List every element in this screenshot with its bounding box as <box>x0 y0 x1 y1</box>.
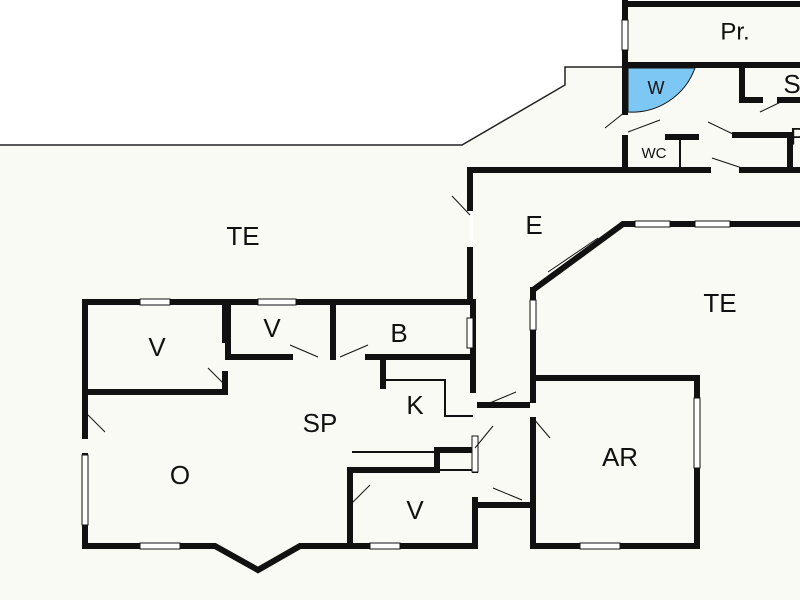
window-angled <box>547 237 599 273</box>
room-label-pr: Pr. <box>720 18 749 45</box>
door-leaf <box>484 391 517 406</box>
v2-wall <box>225 302 293 360</box>
bottom-strip-floor <box>0 546 800 600</box>
floor-areas <box>0 5 800 600</box>
room-label-v1: V <box>148 332 166 362</box>
walls <box>82 0 800 574</box>
door-leaf <box>759 99 786 113</box>
room-label-e: E <box>525 210 542 240</box>
door-leaf <box>707 121 736 136</box>
room-label-k: K <box>406 390 424 420</box>
door-leaf <box>349 484 371 506</box>
window <box>471 435 479 473</box>
house-floor <box>85 302 475 546</box>
door-leaf <box>451 195 471 216</box>
door-leaf <box>711 157 743 169</box>
room-label-ar: AR <box>602 442 638 472</box>
door-leaf <box>492 487 523 501</box>
window <box>257 298 297 306</box>
s-wall-lower <box>732 132 793 173</box>
house-left-wall-lower <box>82 453 478 574</box>
room-label-p: P <box>790 123 800 150</box>
annex-bottom-wall <box>467 167 711 211</box>
k-counter <box>385 379 473 417</box>
terrace-outline <box>0 66 622 146</box>
windows <box>81 19 731 550</box>
window <box>139 298 171 306</box>
entrance-floor <box>473 170 800 600</box>
door-leaf <box>532 417 551 439</box>
window <box>634 220 671 228</box>
v3-top <box>347 447 478 473</box>
door-leaf <box>474 425 494 449</box>
door-leaf <box>627 119 661 133</box>
door-leaf <box>339 344 369 358</box>
door-leaf <box>604 111 626 129</box>
window <box>694 220 731 228</box>
window <box>466 317 474 349</box>
window <box>81 454 89 526</box>
window <box>369 542 401 550</box>
window <box>579 542 621 550</box>
room-label-wc: WC <box>642 145 667 162</box>
door-leaf <box>84 411 106 433</box>
v1-wall <box>82 371 228 395</box>
room-label-s: S <box>783 69 800 99</box>
room-label-sp: SP <box>303 408 338 438</box>
doors <box>84 99 786 506</box>
room-label-te-left: TE <box>226 221 259 251</box>
door-leaf <box>207 367 226 386</box>
wardrobe-swing <box>627 67 696 113</box>
room-label-v3: V <box>406 495 424 525</box>
door-leaf <box>289 344 319 358</box>
terrace-left-floor <box>0 67 628 600</box>
window <box>529 299 537 331</box>
room-label-w: W <box>648 78 665 98</box>
room-label-te-right: TE <box>703 288 736 318</box>
window <box>693 397 701 469</box>
window <box>621 19 629 51</box>
window <box>139 542 181 550</box>
room-label-o: O <box>170 460 190 490</box>
room-label-v2: V <box>263 313 281 343</box>
s-wall <box>739 65 763 103</box>
room-label-b: B <box>390 318 407 348</box>
room-labels: TE TE E Pr. W S P WC V V B K SP O V AR <box>148 18 800 525</box>
